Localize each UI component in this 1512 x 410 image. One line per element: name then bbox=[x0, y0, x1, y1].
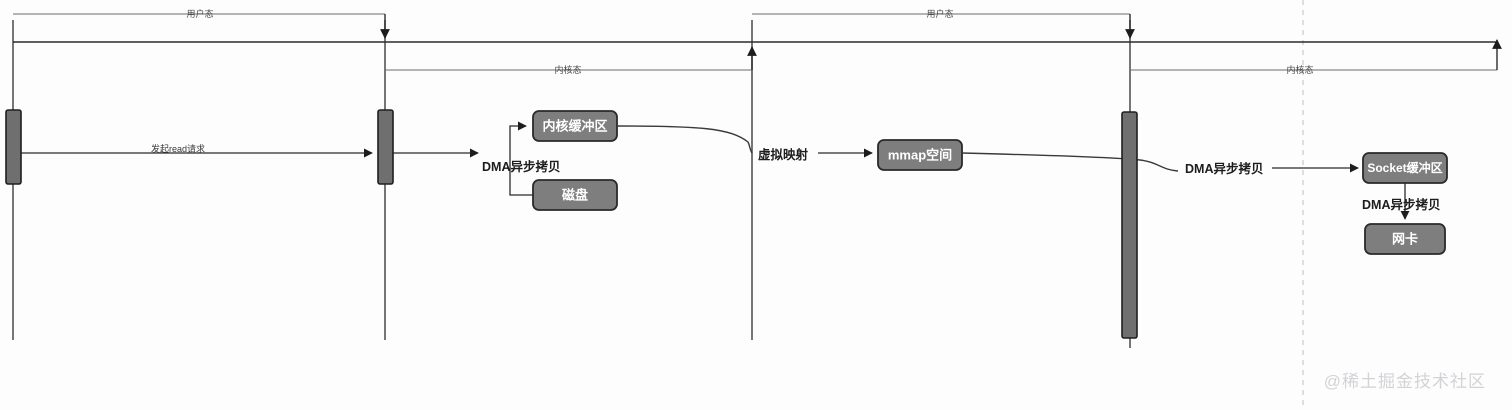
node-mmap-space-label: mmap空间 bbox=[888, 147, 952, 162]
watermark-text: @稀土掘金技术社区 bbox=[1323, 372, 1486, 391]
virtual-mapping-label: 虚拟映射 bbox=[758, 147, 809, 162]
activation-bar-3 bbox=[1121, 111, 1138, 339]
user-mode-right-label: 用户态 bbox=[926, 8, 953, 19]
node-nic[interactable] bbox=[1364, 223, 1446, 255]
read-request-label: 发起read请求 bbox=[151, 143, 205, 154]
node-nic-label: 网卡 bbox=[1392, 231, 1418, 246]
dma-copy-2-label: DMA异步拷贝 bbox=[1185, 161, 1263, 176]
node-mmap-space[interactable] bbox=[877, 139, 963, 171]
dma-copy-1-label: DMA异步拷贝 bbox=[482, 159, 560, 174]
mmap-to-dma-curve bbox=[961, 152, 1179, 172]
node-kernel-buffer-label: 内核缓冲区 bbox=[542, 118, 607, 133]
node-socket-buffer-label: Socket缓冲区 bbox=[1367, 160, 1442, 175]
kernel-buffer-to-mmap-curve bbox=[616, 125, 753, 154]
activation-bar-1 bbox=[5, 109, 22, 185]
activation-bar-2 bbox=[377, 109, 394, 185]
kernel-mode-right-label: 内核态 bbox=[1286, 64, 1313, 75]
user-mode-left-label: 用户态 bbox=[186, 8, 213, 19]
node-disk-label: 磁盘 bbox=[562, 187, 588, 202]
dma-copy-3-label: DMA异步拷贝 bbox=[1362, 197, 1440, 212]
dma-copy-1-path bbox=[509, 121, 533, 196]
node-disk[interactable] bbox=[532, 179, 618, 211]
kernel-mode-left-label: 内核态 bbox=[554, 64, 581, 75]
